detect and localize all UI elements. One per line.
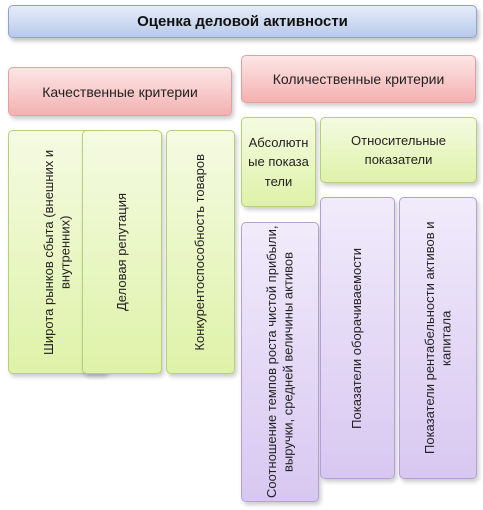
qualitative-item-label: Конкурентоспособность товаров: [192, 153, 208, 351]
qualitative-item-business-reputation: Деловая репутация: [82, 130, 162, 374]
relative-item-profitability: Показатели рентабельности активов и капи…: [399, 197, 477, 479]
qualitative-item-label: Деловая репутация: [113, 193, 129, 311]
relative-indicators-box: Относительные показатели: [320, 117, 477, 183]
qualitative-criteria-header: Качественные критерии: [8, 67, 232, 116]
relative-item-turnover: Показатели оборачиваемости: [320, 197, 395, 479]
qualitative-item-label: Широта рынков сбыта (внешних и внутренни…: [41, 149, 73, 355]
qualitative-item-product-competitiveness: Конкурентоспособность товаров: [166, 130, 235, 374]
absolute-item-label: Соотношение темпов роста чистой прибыли,…: [263, 225, 295, 499]
absolute-indicators-box: Абсолютные показатели: [241, 117, 316, 207]
relative-item-label: Показатели оборачиваемости: [349, 247, 365, 429]
relative-item-label: Показатели рентабельности активов и капи…: [421, 221, 453, 455]
diagram-title: Оценка деловой активности: [8, 5, 477, 38]
quantitative-criteria-header: Количественные критерии: [241, 55, 476, 103]
absolute-item-growth-ratio: Соотношение темпов роста чистой прибыли,…: [241, 222, 319, 502]
